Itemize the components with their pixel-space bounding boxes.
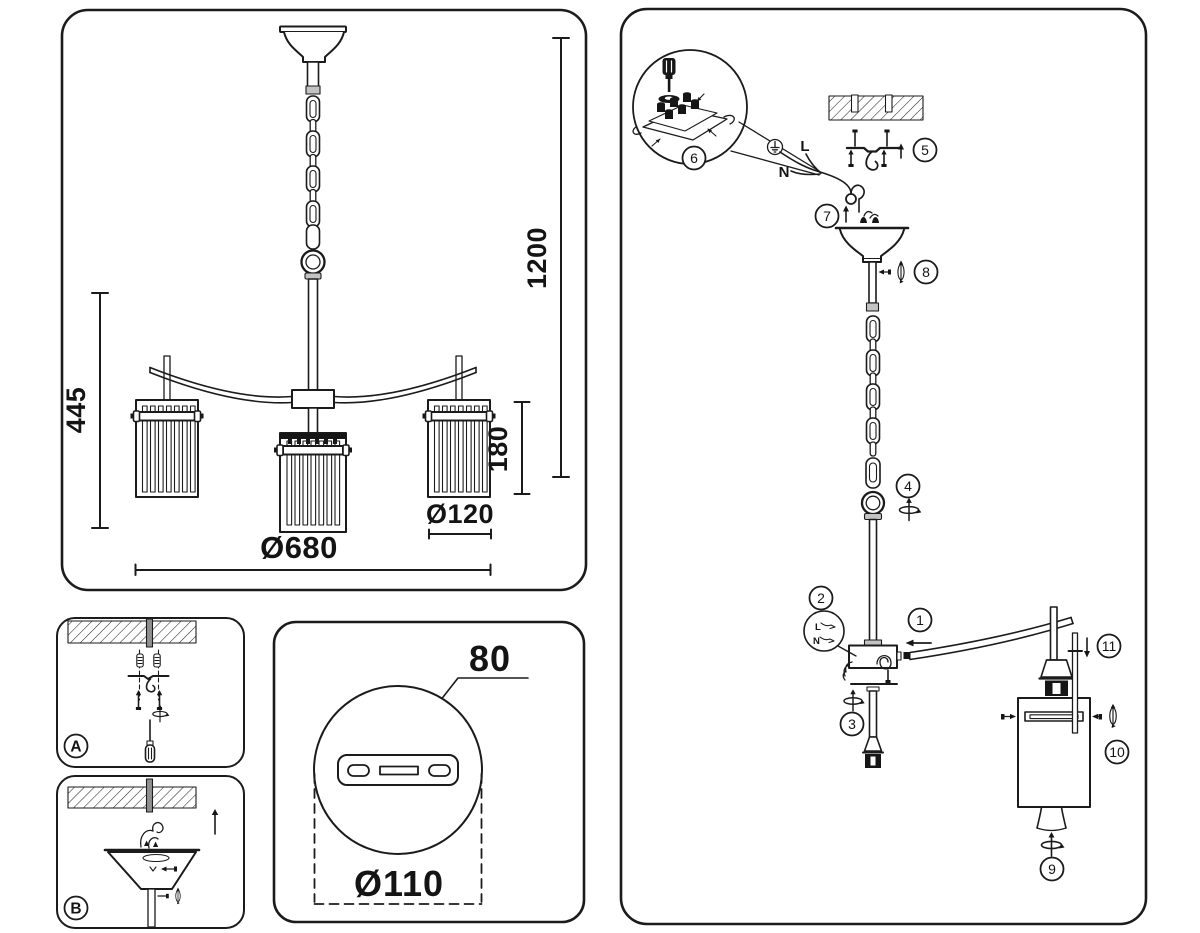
terminal-block-icon bbox=[632, 92, 735, 147]
step-a-label: A bbox=[70, 739, 81, 756]
dim-shade-height: 180 bbox=[483, 426, 513, 473]
mount-plate bbox=[337, 754, 459, 786]
part-number-10: 10 bbox=[1109, 744, 1125, 760]
ceiling-hatch-a bbox=[67, 620, 197, 644]
part-badge-5 bbox=[912, 137, 938, 163]
spec-panel: 445 1200 180 Ø120 Ø680 bbox=[60, 8, 588, 592]
part-number-1: 1 bbox=[916, 612, 924, 628]
label-mask bbox=[352, 868, 445, 901]
assembly-panel: 6 L N 5 bbox=[619, 7, 1148, 926]
hub-wire-label-neutral: N bbox=[813, 636, 820, 647]
wall-anchor-left bbox=[136, 653, 144, 668]
part-badge-8 bbox=[913, 259, 939, 285]
dimension-445: 445 bbox=[61, 292, 109, 529]
part-number-9: 9 bbox=[1048, 861, 1056, 877]
chandelier-drawing bbox=[129, 25, 497, 533]
bottom-diffuser bbox=[1036, 806, 1067, 832]
part-number-5: 5 bbox=[921, 142, 929, 158]
dim-shade-diameter: Ø120 bbox=[426, 499, 494, 529]
hub-assembly bbox=[842, 644, 902, 685]
lift-arrow bbox=[211, 809, 219, 835]
pipe-stub-a bbox=[145, 618, 154, 648]
ground-icon bbox=[766, 138, 784, 156]
canopy-diameter-label: Ø110 bbox=[354, 863, 444, 904]
part-badge-7 bbox=[814, 203, 840, 229]
center-rod-upper bbox=[307, 278, 319, 391]
hanger-ring bbox=[300, 224, 326, 280]
hanger-rod bbox=[868, 518, 878, 643]
screwdriver-icon bbox=[144, 719, 156, 763]
part-number-11: 11 bbox=[1102, 638, 1117, 654]
assembly-chain bbox=[860, 315, 886, 521]
through-rod bbox=[1067, 632, 1090, 734]
ceiling-cup bbox=[279, 25, 347, 95]
canopy-screw-head-b bbox=[166, 893, 169, 899]
slot-length-label: 80 bbox=[469, 638, 511, 679]
arm-insert-arrow bbox=[905, 639, 932, 647]
ceiling-hatch-b bbox=[67, 786, 197, 809]
dimension-180: 180 bbox=[483, 401, 531, 495]
canopy-wires-b bbox=[140, 821, 164, 849]
step-b-label: B bbox=[70, 901, 81, 918]
step-b-badge bbox=[63, 895, 89, 921]
center-rod-lower bbox=[307, 407, 319, 436]
screwdriver-mini-icon bbox=[662, 58, 676, 92]
step-a-panel: A bbox=[56, 617, 245, 768]
step-b-panel: B bbox=[56, 775, 245, 929]
part-number-2: 2 bbox=[817, 590, 825, 606]
pipe-stub-b bbox=[145, 778, 154, 813]
part-badge-4 bbox=[895, 473, 921, 499]
dimension-1200: 1200 bbox=[522, 37, 570, 478]
dim-body-height: 445 bbox=[61, 387, 91, 434]
drill-hole-right bbox=[884, 94, 893, 113]
part-number-6: 6 bbox=[690, 150, 698, 166]
canopy-hang-step bbox=[843, 205, 879, 223]
ceiling-hatch-assembly bbox=[828, 95, 924, 121]
drill-hole-left bbox=[850, 94, 859, 113]
part-badge-1 bbox=[907, 607, 933, 633]
socket-pillar bbox=[843, 686, 884, 768]
mains-wiring: L N bbox=[766, 138, 865, 213]
hook-bracket bbox=[845, 129, 904, 171]
dimension-d120: Ø120 bbox=[426, 499, 494, 540]
dim-fixture-diameter: Ø680 bbox=[260, 530, 338, 565]
hub-wire-label-live: L bbox=[815, 622, 821, 633]
part-badge-2 bbox=[808, 585, 834, 611]
step-a-border bbox=[56, 617, 245, 768]
part-badge-9 bbox=[1039, 856, 1065, 882]
part-badge-10 bbox=[1104, 739, 1130, 765]
shade-left bbox=[129, 399, 205, 498]
part-number-8: 8 bbox=[922, 264, 930, 280]
canopy-set-screw bbox=[878, 269, 891, 275]
part-number-4: 4 bbox=[904, 478, 912, 494]
wire-label-neutral: N bbox=[779, 164, 790, 181]
canopy-assembly bbox=[834, 226, 910, 312]
dim-overall-drop: 1200 bbox=[522, 227, 552, 289]
mounting-bracket-a bbox=[127, 675, 170, 693]
wall-anchor-right bbox=[153, 653, 161, 668]
stem-b bbox=[147, 888, 156, 928]
assembly-border bbox=[619, 7, 1148, 926]
part-badge-6 bbox=[681, 145, 707, 171]
dimension-d680: Ø680 bbox=[134, 530, 492, 576]
mount-detail-panel: 80 Ø110 bbox=[272, 620, 586, 924]
canopy-b bbox=[103, 848, 201, 890]
hub-wiring-detail: L N bbox=[803, 610, 857, 657]
part-badge-3 bbox=[839, 711, 865, 737]
part-number-7: 7 bbox=[823, 208, 831, 224]
diameter-extension-lines bbox=[313, 773, 483, 905]
arm-socket bbox=[1038, 606, 1075, 696]
wire-label-live: L bbox=[800, 138, 809, 155]
part-badge-11 bbox=[1096, 633, 1122, 659]
step-a-badge bbox=[63, 733, 89, 759]
center-hub bbox=[291, 389, 335, 409]
terminal-block-detail: 6 bbox=[632, 49, 820, 176]
curved-arms bbox=[149, 366, 477, 404]
shade-center bbox=[274, 432, 352, 533]
part-number-3: 3 bbox=[848, 716, 856, 732]
